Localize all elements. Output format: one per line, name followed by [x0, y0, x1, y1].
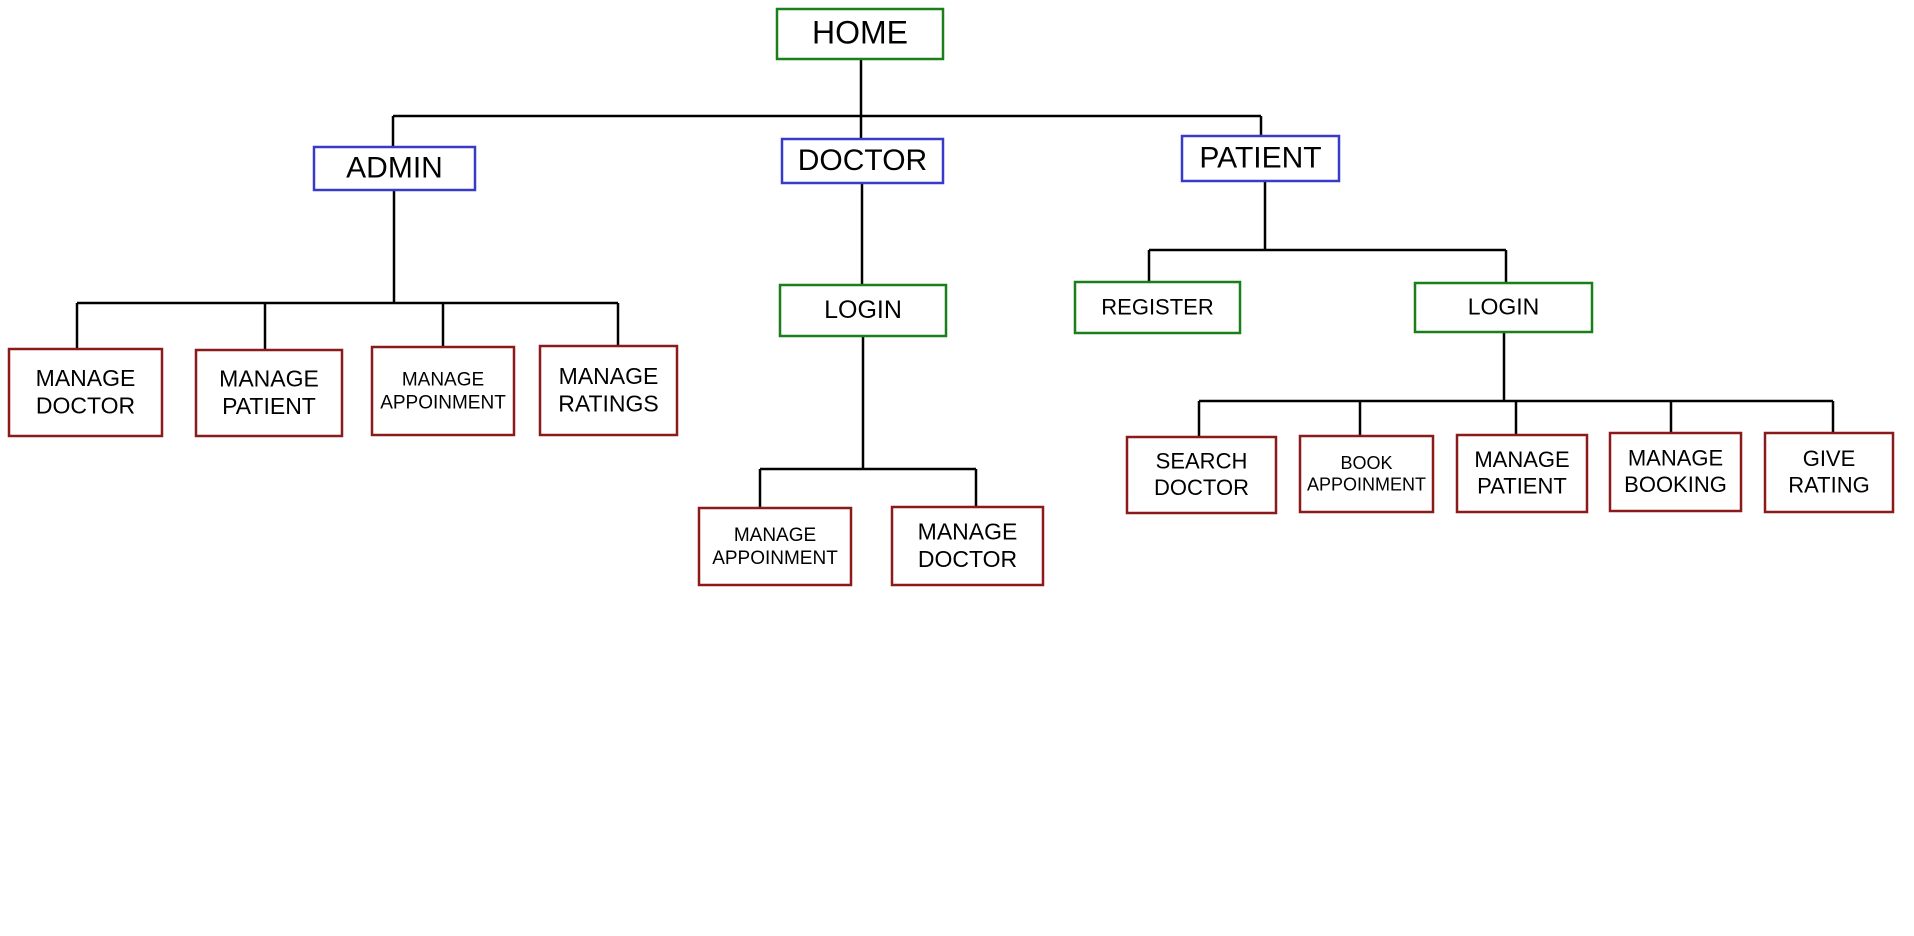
node-box [312, 145, 477, 192]
node-label: MANAGE [36, 365, 136, 391]
node-box [778, 283, 948, 338]
node-label: MANAGE [219, 365, 319, 391]
node-box [1455, 433, 1589, 514]
node-box [1608, 431, 1743, 513]
node-box [1125, 435, 1278, 515]
node-label: BOOKING [1624, 472, 1727, 497]
node-label: HOME [812, 14, 908, 50]
node-label: MANAGE [559, 363, 659, 389]
node-box [1763, 431, 1895, 514]
node-box [7, 347, 164, 438]
node-home: HOME [775, 7, 945, 61]
node-label: APPOINMENT [712, 548, 838, 569]
node-label: APPOINMENT [380, 392, 506, 413]
node-box [780, 137, 945, 185]
node-label: APPOINMENT [1307, 475, 1426, 495]
node-label: PATIENT [222, 393, 316, 419]
node-label: MANAGE [402, 370, 484, 391]
node-admin: ADMIN [312, 145, 477, 192]
node-box [697, 506, 853, 587]
node-label: PATIENT [1199, 141, 1321, 174]
node-label: LOGIN [1468, 294, 1540, 320]
node-label: BOOK [1340, 453, 1392, 473]
node-label: REGISTER [1101, 294, 1213, 319]
node-label: SEARCH [1156, 449, 1248, 474]
node-label: DOCTOR [798, 144, 927, 177]
node-label: MANAGE [1474, 447, 1569, 472]
connector-lines [75, 59, 1835, 508]
node-label: MANAGE [734, 525, 816, 546]
node-label: LOGIN [824, 296, 902, 324]
node-label: DOCTOR [1154, 475, 1249, 500]
node-label: GIVE [1803, 446, 1856, 471]
node-label: RATING [1788, 473, 1869, 498]
node-box [1298, 434, 1435, 514]
node-patient-register: REGISTER [1073, 280, 1242, 335]
node-doctor-login: LOGIN [778, 283, 948, 338]
node-box [370, 345, 516, 437]
node-label: RATINGS [558, 390, 659, 416]
node-box [538, 344, 679, 437]
node-label: PATIENT [1477, 474, 1567, 499]
node-box [775, 7, 945, 61]
node-label: DOCTOR [36, 392, 135, 418]
node-box [1180, 134, 1341, 183]
node-label: MANAGE [1628, 446, 1723, 471]
node-label: ADMIN [346, 151, 443, 184]
node-box [1073, 280, 1242, 335]
node-box [890, 505, 1045, 587]
node-label: DOCTOR [918, 546, 1017, 572]
node-box [1413, 281, 1594, 334]
node-doctor: DOCTOR [780, 137, 945, 185]
node-patient-login: LOGIN [1413, 281, 1594, 334]
node-box [194, 348, 344, 438]
node-patient: PATIENT [1180, 134, 1341, 183]
node-label: MANAGE [918, 518, 1018, 544]
